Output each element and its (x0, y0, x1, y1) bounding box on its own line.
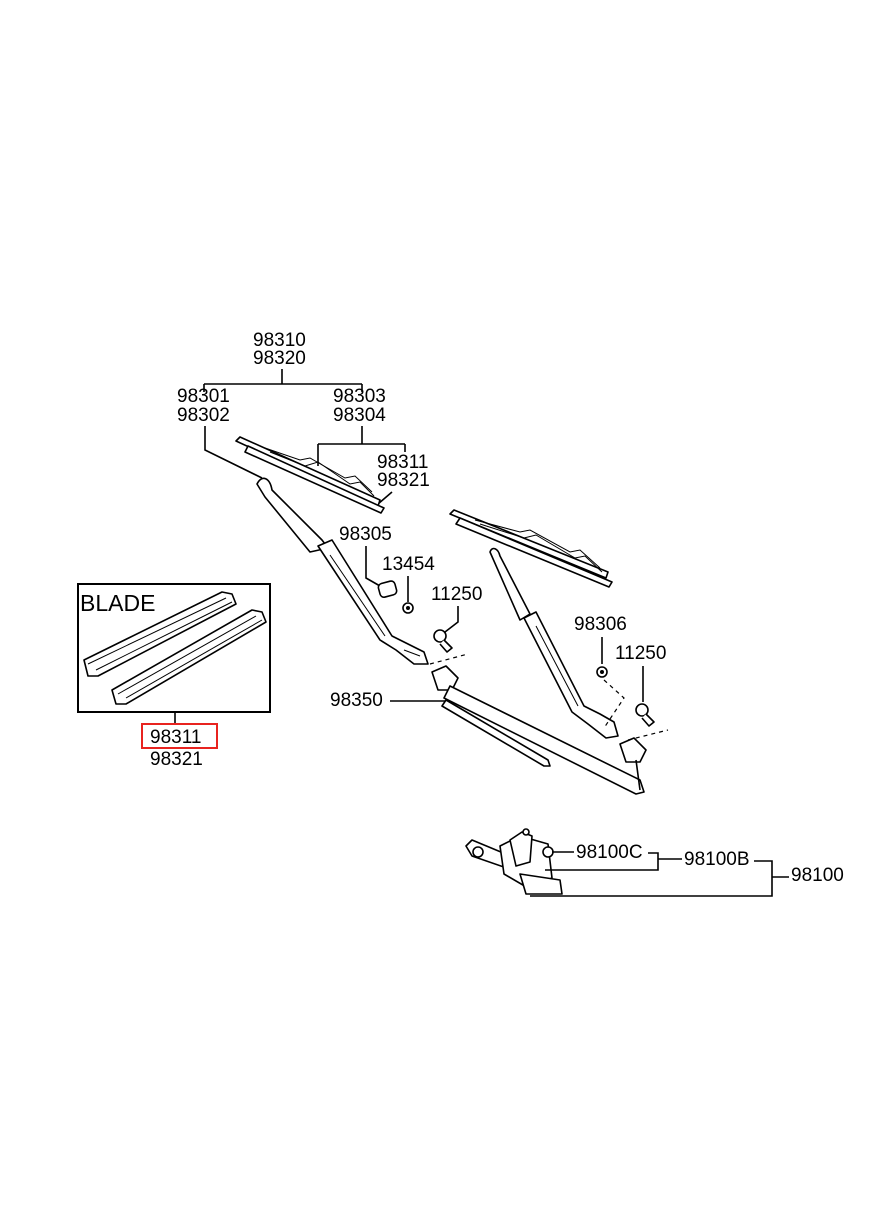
left-wiper-arm[interactable] (256, 477, 429, 665)
label-13454[interactable]: 13454 (382, 554, 435, 575)
label-98100C[interactable]: 98100C (576, 842, 643, 863)
label-98311-top[interactable]: 98311 (377, 452, 428, 473)
leader-98100C (545, 851, 659, 871)
right-wiper-arm[interactable] (489, 547, 619, 739)
nut-13454[interactable] (402, 602, 414, 614)
label-11250-right[interactable]: 11250 (615, 643, 666, 664)
label-98321-top[interactable]: 98321 (377, 470, 430, 491)
label-98305[interactable]: 98305 (339, 524, 392, 545)
label-11250-left[interactable]: 11250 (431, 584, 482, 605)
label-98321-inset[interactable]: 98321 (150, 749, 203, 770)
leader-98310 (203, 369, 363, 392)
label-98304[interactable]: 98304 (333, 405, 386, 426)
nut-98306[interactable] (596, 666, 608, 678)
blade-inset-title: BLADE (80, 590, 155, 616)
leader-98303 (317, 426, 406, 466)
bolt-11250-left[interactable] (433, 629, 453, 653)
blade-inset: BLADE 98311 98321 (77, 583, 271, 770)
right-wiper-blade[interactable] (449, 509, 613, 588)
label-98100B[interactable]: 98100B (684, 849, 750, 870)
label-98320[interactable]: 98320 (253, 348, 306, 369)
left-wiper-blade[interactable] (235, 436, 385, 514)
label-98311-inset[interactable]: 98311 (150, 727, 201, 748)
label-98306[interactable]: 98306 (574, 614, 627, 635)
label-98303[interactable]: 98303 (333, 386, 386, 407)
wiper-motor-98100[interactable] (465, 828, 563, 895)
label-98350[interactable]: 98350 (330, 690, 383, 711)
leader-11250-left (444, 606, 459, 633)
dash-98306 (603, 679, 625, 729)
leader-98301 (204, 426, 263, 479)
label-98100[interactable]: 98100 (791, 865, 844, 886)
dash-left (429, 653, 469, 665)
label-98301[interactable]: 98301 (177, 386, 230, 407)
linkage-98350[interactable] (431, 665, 647, 795)
leader-98311-top (377, 491, 393, 505)
arm-cap-98305[interactable] (377, 580, 398, 598)
blade-refill-lower[interactable] (111, 609, 267, 705)
blade-refill-upper[interactable] (83, 591, 237, 677)
leader-98100B (530, 858, 773, 897)
blade-inset-frame (77, 583, 271, 713)
dash-right (627, 729, 669, 741)
bolt-11250-right[interactable] (635, 703, 655, 727)
leader-98305 (365, 546, 381, 587)
label-98310[interactable]: 98310 (253, 330, 306, 351)
highlight-98311 (141, 723, 218, 749)
label-98302[interactable]: 98302 (177, 405, 230, 426)
